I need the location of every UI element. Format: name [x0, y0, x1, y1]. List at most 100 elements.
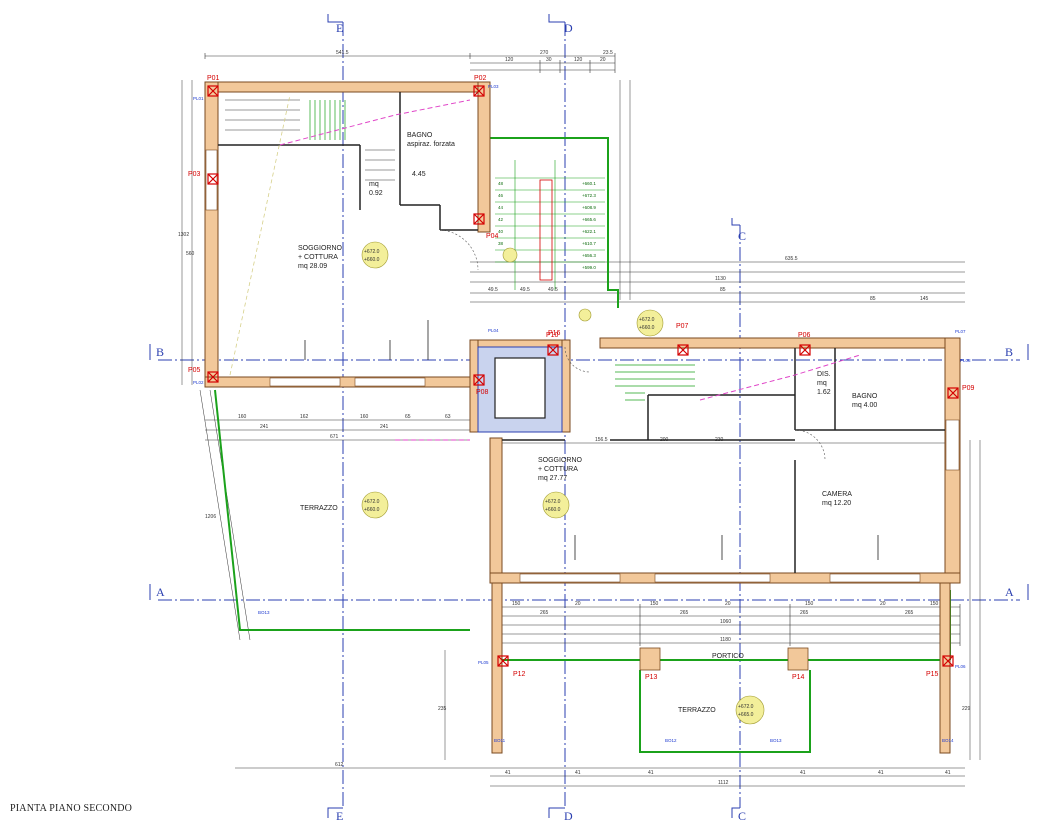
dim-bottom-row1-5: 20 — [880, 601, 886, 607]
stair-value-3: +665.6 — [582, 217, 596, 222]
stair-label-3: 42 — [498, 217, 504, 222]
dim-bottom-row1-2: 150 — [650, 601, 659, 607]
level-badge-3-top: +672.0 — [545, 499, 561, 505]
dim-terr-row2-1: 241 — [380, 424, 389, 430]
dim-mid-1130: 1130 — [715, 276, 726, 282]
dim-foot-row-5: 41 — [945, 770, 951, 776]
level-badge-1-bot: +660.0 — [364, 257, 380, 263]
pl05-label: PL05 — [478, 660, 489, 665]
room-portico: PORTICO — [712, 653, 744, 660]
section-label-d-bottom: D — [564, 809, 573, 823]
room-terrazzo2: TERRAZZO — [678, 707, 716, 714]
stair-value-5: +610.7 — [582, 241, 596, 246]
section-label-a-left: A — [156, 585, 165, 599]
pillar-label-p12: P12 — [513, 671, 526, 678]
level-badge-7 — [578, 308, 592, 322]
plan-caption: PIANTA PIANO SECONDO — [10, 803, 133, 814]
dim-bottom-row1-4: 150 — [805, 601, 814, 607]
pillar-label-p03: P03 — [188, 171, 201, 178]
pl01-label: PL01 — [193, 96, 204, 101]
pillar-label-p04: P04 — [486, 233, 499, 240]
window-openings — [205, 149, 960, 583]
stair-value-7: +599.0 — [582, 265, 596, 270]
bo13b-label: BO13 — [770, 738, 782, 743]
section-label-a-right: A — [1005, 585, 1014, 599]
dim-terr-row1-4: 63 — [445, 414, 451, 420]
pillar-label-p08: P08 — [476, 389, 489, 396]
room-soggiorno1-area: mq 28.09 — [298, 263, 327, 270]
room-bagno1-sub: aspiraz. forzata — [407, 141, 455, 148]
stair-label-0: 48 — [498, 181, 504, 186]
room-soggiorno1-name: SOGGIORNO — [298, 245, 343, 252]
section-label-d-top: D — [564, 21, 573, 35]
diagonal-hatch-line — [229, 94, 291, 376]
pl03-label: PL03 — [488, 84, 499, 89]
stair-value-0: +660.1 — [582, 181, 596, 186]
pillar-label-p09: P09 — [962, 385, 975, 392]
dimension-lines — [181, 55, 981, 787]
room-dis-area: 1.62 — [817, 389, 831, 396]
dim-bottom-row2-0: 265 — [540, 610, 549, 616]
dim-depth-229: 229 — [962, 706, 971, 712]
dim-foot-row-2: 41 — [648, 770, 654, 776]
interior-walls — [218, 92, 945, 573]
staircase-left-steps — [225, 99, 395, 181]
dim-terr-row1-1: 162 — [300, 414, 309, 420]
staircase-right — [615, 364, 695, 401]
dim-bottom-row1-3: 20 — [725, 601, 731, 607]
staircase-center — [495, 160, 605, 290]
section-markers — [149, 14, 1029, 818]
pl07-label: PL07 — [955, 329, 966, 334]
stair-well — [539, 179, 553, 281]
dim-mid-row-3: 85 — [720, 287, 726, 293]
dim-top-b: 23.5 — [603, 50, 613, 56]
section-label-e-bottom: E — [336, 809, 343, 823]
bo14-label: BO14 — [942, 738, 954, 743]
dim-top-row2-0: 120 — [505, 57, 514, 63]
level-badge-2 — [361, 491, 389, 519]
dim-mid-total: 635.5 — [785, 256, 798, 262]
stair-label-2: 44 — [498, 205, 504, 210]
section-label-c-bottom: C — [738, 809, 746, 823]
dim-terr-row1-0: 160 — [238, 414, 247, 420]
dim-top-a: 270 — [540, 50, 549, 56]
dim-bottom-row1-0: 150 — [512, 601, 521, 607]
pillar-label-p16: P16 — [548, 330, 561, 337]
small-height-marks — [304, 320, 879, 560]
room-bagno2-name: BAGNO — [852, 393, 878, 400]
dimension-ticks — [204, 53, 961, 646]
room-bagno1-name: BAGNO — [407, 132, 433, 139]
level-badge-5-bot: +665.0 — [738, 712, 754, 718]
bo12-label: BO12 — [665, 738, 677, 743]
room-soggiorno2-area: mq 27.77 — [538, 475, 567, 482]
dim-terr-total: 671 — [330, 434, 339, 440]
stair-label-1: 46 — [498, 193, 504, 198]
level-badge-4-bot: +660.0 — [639, 325, 655, 331]
dim-bottom-total: 1060 — [720, 619, 731, 625]
room-dis-mq: mq — [817, 380, 827, 387]
dim-left-1302: 1302 — [178, 232, 189, 238]
stair-value-4: +622.1 — [582, 229, 596, 234]
section-label-b-right: B — [1005, 345, 1013, 359]
pillar-label-p15: P15 — [926, 671, 939, 678]
dim-bottom-row2-2: 265 — [800, 610, 809, 616]
pl08-label: PL08 — [960, 358, 971, 363]
door-swings — [439, 229, 826, 461]
dim-bottom-row2-3: 265 — [905, 610, 914, 616]
room-closet-mq: mq — [369, 181, 379, 188]
room-bagno2-area: mq 4.00 — [852, 402, 877, 409]
room-dis-name: DIS. — [817, 371, 831, 378]
level-badges — [361, 241, 765, 725]
stair-label-4: 40 — [498, 229, 504, 234]
pillar-fills — [639, 647, 809, 671]
pillar-label-p06: P06 — [798, 332, 811, 339]
dim-left-560: 560 — [186, 251, 195, 257]
pillar-label-p14: P14 — [792, 674, 805, 681]
dim-foot-total: 612 — [335, 762, 344, 768]
dim-foot-row-4: 41 — [878, 770, 884, 776]
stair-value-2: +608.9 — [582, 205, 596, 210]
section-lines — [158, 22, 1020, 808]
dim-foot-row-1: 41 — [575, 770, 581, 776]
dim-mid-row-1: 49.5 — [520, 287, 530, 293]
dim-right-row-0: 156.5 — [595, 437, 608, 443]
